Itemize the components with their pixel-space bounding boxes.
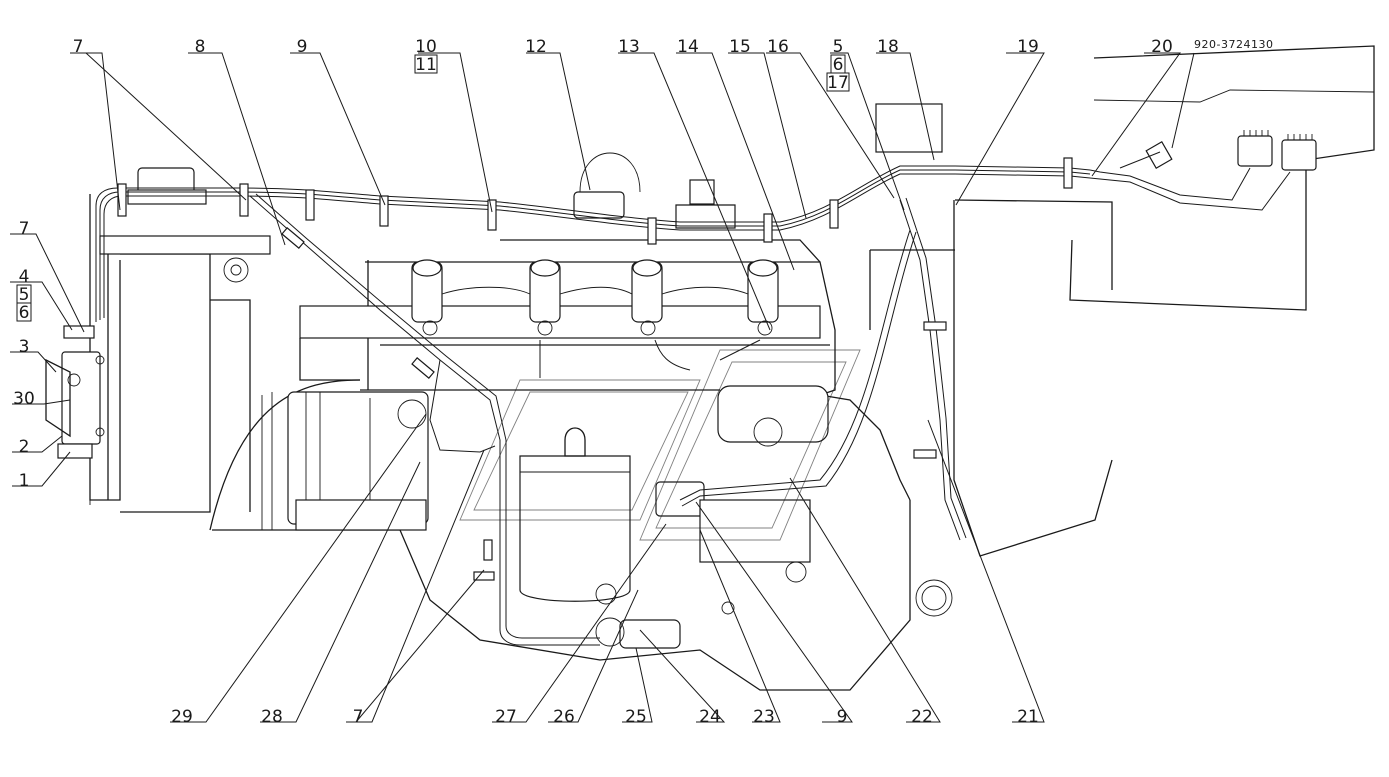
callout-9a: 9: [297, 37, 308, 57]
part-number-label: 920-3724130: [1194, 38, 1273, 51]
callout-7a: 7: [73, 37, 84, 57]
harness-clips: [117, 157, 1073, 581]
callout-11: 11: [415, 55, 437, 75]
callout-25: 25: [625, 707, 647, 727]
callout-4: 4: [19, 267, 30, 287]
callout-15: 15: [729, 37, 751, 57]
sensor-assembly: [595, 481, 811, 649]
oil-filter: [519, 427, 631, 602]
callout-10: 10: [415, 37, 437, 57]
callout-22: 22: [911, 707, 933, 727]
callout-19: 19: [1017, 37, 1039, 57]
callout-2: 2: [19, 437, 30, 457]
callout-3: 3: [19, 337, 30, 357]
injectors: [411, 259, 779, 336]
callout-26: 26: [553, 707, 575, 727]
callout-27: 27: [495, 707, 517, 727]
callout-1: 1: [19, 471, 30, 491]
cab-connectors: [1145, 130, 1317, 171]
callout-5a: 5: [833, 37, 844, 57]
callout-6b: 6: [19, 303, 30, 323]
callout-21: 21: [1017, 707, 1039, 727]
callout-23: 23: [753, 707, 775, 727]
callout-24: 24: [699, 707, 721, 727]
callout-7b: 7: [19, 219, 30, 239]
callout-box: [414, 54, 438, 74]
cab-panel: [953, 45, 1375, 557]
alternator: [261, 391, 429, 531]
callout-14: 14: [677, 37, 699, 57]
callout-17: 17: [827, 73, 849, 93]
callout-5b: 5: [19, 285, 30, 305]
bracket-assembly: [45, 325, 105, 505]
callout-16: 16: [767, 37, 789, 57]
wiring-harness: [95, 151, 1291, 646]
background-watermark: [459, 349, 861, 541]
callout-6a: 6: [833, 55, 844, 75]
leader-lines: [10, 52, 1195, 723]
callout-30: 30: [13, 389, 35, 409]
callout-29: 29: [171, 707, 193, 727]
callout-box: [16, 302, 32, 322]
callout-9b: 9: [837, 707, 848, 727]
top-components: [573, 103, 943, 447]
callout-28: 28: [261, 707, 283, 727]
callout-20: 20: [1151, 37, 1173, 57]
callout-7c: 7: [353, 707, 364, 727]
callout-12: 12: [525, 37, 547, 57]
callout-13: 13: [618, 37, 640, 57]
callout-8: 8: [195, 37, 206, 57]
part-number: 920-3724130: [1194, 38, 1273, 51]
callout-box: [826, 72, 850, 92]
radiator: [89, 167, 271, 513]
callout-18: 18: [877, 37, 899, 57]
